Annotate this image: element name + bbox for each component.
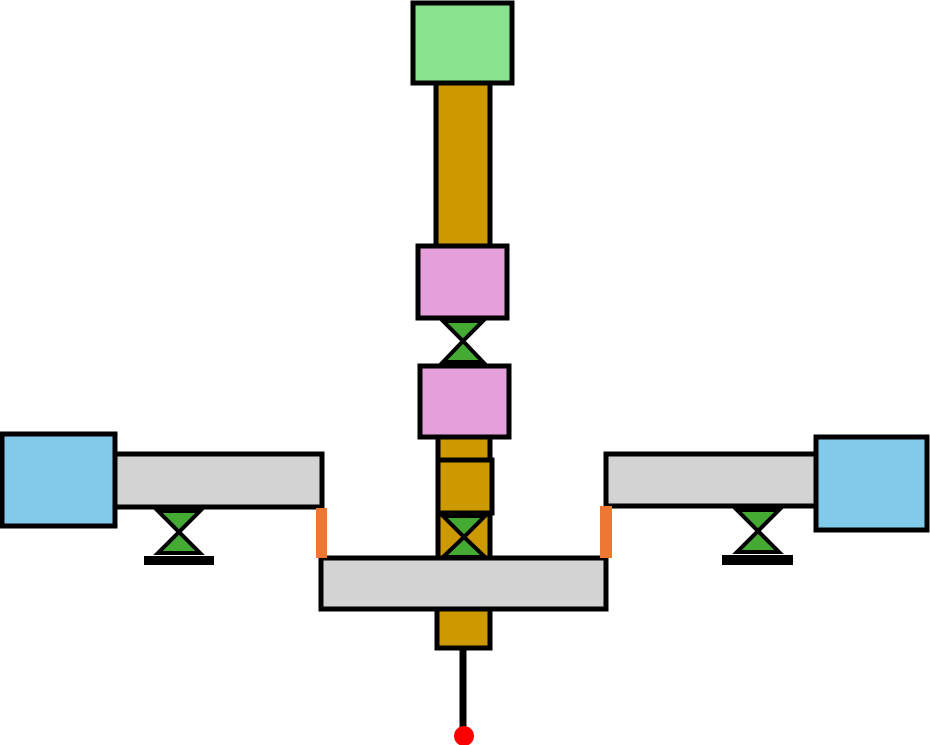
black-base-right <box>722 555 793 565</box>
blue-block-right <box>813 434 930 533</box>
pink-block-lower <box>417 363 512 440</box>
hourglass-joint-right <box>732 508 784 554</box>
orange-connector-right <box>600 506 612 558</box>
red-endpoint <box>454 726 474 745</box>
green-top-block <box>410 0 515 86</box>
gray-bar-left <box>109 451 325 510</box>
central-gold-rod-inner-segment <box>435 457 495 516</box>
blue-block-left <box>0 431 118 529</box>
central-gold-rod-upper <box>433 77 493 253</box>
hourglass-joint-left <box>153 509 205 555</box>
hourglass-joint-center-upper <box>438 319 488 364</box>
gray-base-bar <box>318 555 609 612</box>
orange-connector-left <box>316 508 327 558</box>
pink-block-upper <box>415 243 510 321</box>
gray-bar-right <box>603 451 821 509</box>
black-base-left <box>144 556 214 565</box>
